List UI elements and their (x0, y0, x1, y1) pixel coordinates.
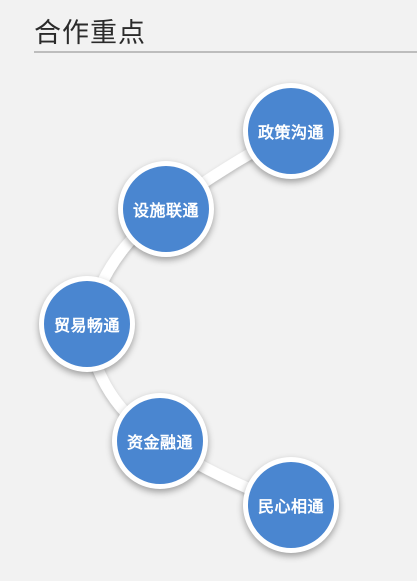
node-facilities-connectivity[interactable]: 设施联通 (118, 161, 214, 257)
node-people-to-people-bonds[interactable]: 民心相通 (243, 457, 339, 553)
node-label: 资金融通 (126, 433, 193, 452)
node-label: 贸易畅通 (53, 316, 120, 335)
title-divider (34, 51, 417, 53)
page-title: 合作重点 (34, 18, 146, 49)
node-label: 设施联通 (132, 201, 199, 220)
node-policy-communication[interactable]: 政策沟通 (243, 83, 339, 179)
node-label: 政策沟通 (257, 123, 324, 142)
node-financial-integration[interactable]: 资金融通 (112, 393, 208, 489)
node-label: 民心相通 (257, 497, 324, 516)
node-unimpeded-trade[interactable]: 贸易畅通 (39, 276, 135, 372)
